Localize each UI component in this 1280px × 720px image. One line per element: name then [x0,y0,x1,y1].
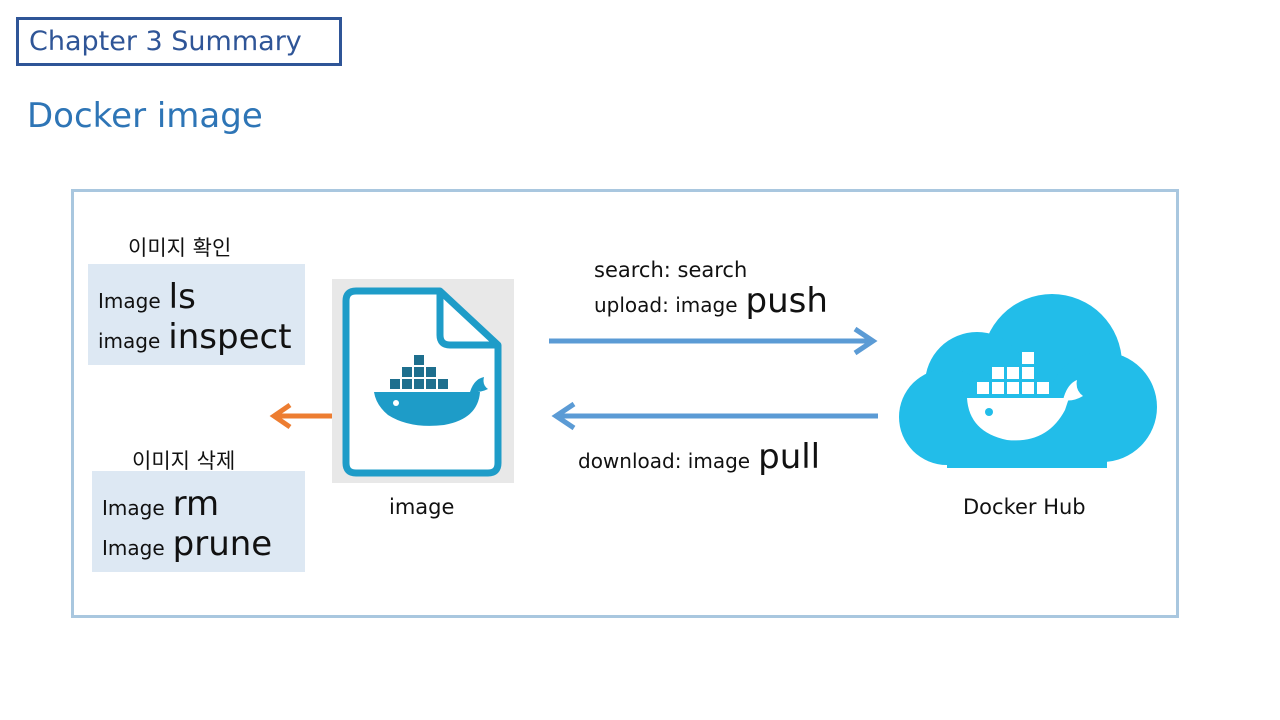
delete-command-2: Image prune [102,527,305,567]
command-prefix: image [98,329,161,353]
command-prefix: Image [102,496,165,520]
delete-commands-box: Image rm Image prune [92,471,305,572]
delete-arrow [269,402,332,430]
upload-prefix: upload: image [594,293,738,317]
chapter-title: Chapter 3 Summary [29,26,302,57]
search-label: search: search [594,258,748,282]
inspect-heading: 이미지 확인 [128,236,232,260]
command-name: ls [168,277,196,317]
section-title: Docker image [27,96,263,136]
inspect-command-2: image inspect [98,320,305,360]
pull-command: pull [758,437,821,477]
push-command: push [745,281,828,321]
inspect-command-1: Image ls [98,280,305,320]
command-name: rm [172,484,220,524]
delete-heading: 이미지 삭제 [132,449,236,473]
download-label: download: image pull [578,440,820,474]
upload-label: upload: image push [594,284,828,318]
image-label: image [389,495,455,519]
chapter-title-box: Chapter 3 Summary [16,17,342,66]
command-name: prune [172,524,273,564]
command-name: inspect [168,317,292,357]
inspect-commands-box: Image ls image inspect [88,264,305,365]
diagram-frame [71,189,1179,618]
docker-whale-icon [967,352,1083,441]
push-arrow [549,326,878,356]
command-prefix: Image [102,536,165,560]
delete-command-1: Image rm [102,487,305,527]
download-prefix: download: image [578,449,751,473]
pull-arrow [551,401,878,431]
command-prefix: Image [98,289,161,313]
docker-hub-label: Docker Hub [963,495,1086,519]
docker-whale-icon [374,355,488,426]
docker-hub-cloud-icon [899,294,1157,468]
docker-file-icon [332,279,514,483]
